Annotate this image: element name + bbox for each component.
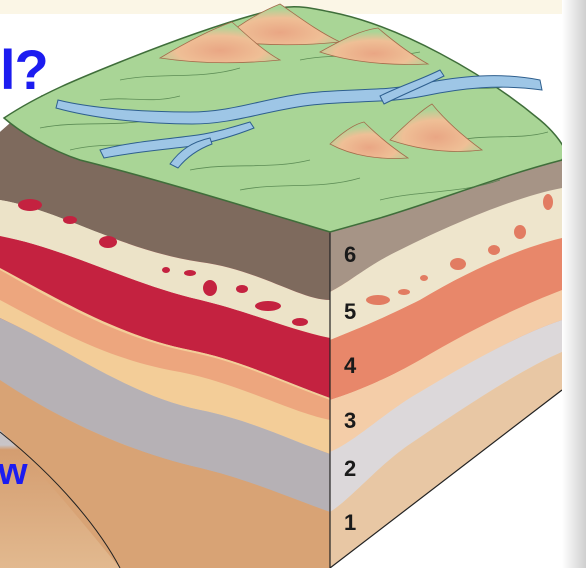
right-face-inclusions [366,194,553,305]
layer-label-6: 6 [344,242,356,267]
layer-label-5: 5 [344,299,356,324]
slide-edge-shadow [562,0,586,568]
mountains [158,3,484,159]
layer-label-2: 2 [344,456,356,481]
layer-label-4: 4 [344,353,357,378]
layer-label-3: 3 [344,408,356,433]
slide-title-fragment: l? [0,38,49,101]
river [55,69,543,169]
layer-label-1: 1 [344,510,356,535]
layer-5-inclusions [18,199,308,326]
layer-labels: 6 5 4 3 2 1 [344,242,357,535]
slide-body-fragment: w [0,451,28,493]
